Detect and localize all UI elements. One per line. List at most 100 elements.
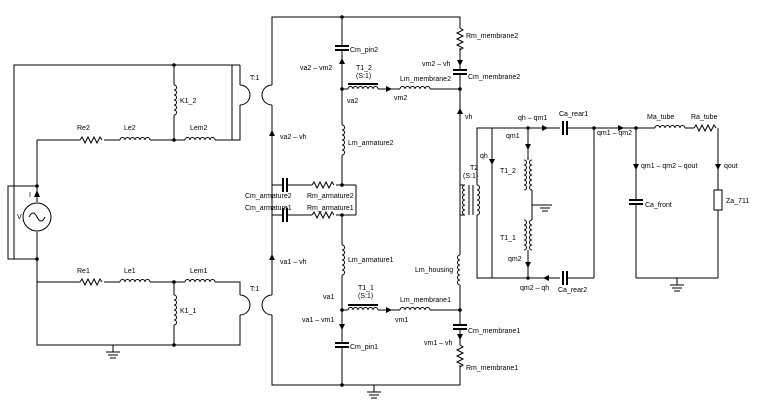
lem1-inductor [184,279,216,283]
lem1-label: Lem1 [190,268,208,275]
qm2-qh-label: qm2 – qh [520,285,549,292]
vm1-vh-label: vm1 – vh [424,340,453,347]
cm-pin1-label: Cm_pin1 [350,344,378,351]
k1-1-label: K1_1 [180,308,196,315]
k1-2-label: K1_2 [180,98,196,105]
vh-label: vh [465,114,473,121]
t1-2-acoustic-label: T1_2 [500,168,516,175]
le1-label: Le1 [124,268,136,275]
acoustic-domain: qh – qm1 qm2 – qh qh qm1 T1_2 T1_1 qm2 [476,111,749,294]
source-voltage-label: V [17,214,22,221]
va1-vh-label: va1 – vh [280,259,307,266]
qout-label: qout [724,163,738,170]
ground-acoustic-icon [538,204,552,212]
mechanical-domain: Cm_pin2 va2 – vm2 T1_2 (S:1) Lm_membrane… [245,15,520,399]
za-711-impedance [713,189,723,211]
t1-bottom-label: T:1 [250,286,259,293]
lm-housing-inductor [457,254,461,286]
t1-1-acoustic-label: T1_1 [500,235,516,242]
rm-membrane2-label: Rm_membrane2 [466,33,518,40]
t1-2-acoustic-coil-b [529,159,533,191]
vm1-label: vm1 [395,317,408,324]
cm-membrane1-label: Cm_membrane1 [468,328,520,335]
t1-1-mech-coil [347,307,379,311]
t1-top-label: T:1 [250,75,259,82]
qh-qm1-label: qh – qm1 [518,115,547,122]
ra-tube-resistor [693,124,717,132]
rm-membrane1-resistor [456,344,464,368]
ma-tube-label: Ma_tube [647,114,674,121]
t2-label: T2 [470,165,478,172]
t1-1-ratio-label: (S:1) [358,293,373,300]
ground-tube-icon [670,278,684,292]
gyrator-top-left-icon [239,84,251,106]
t2-secondary-coil [476,184,480,216]
ma-tube-inductor [654,125,686,129]
va1-vm1-label: va1 – vm1 [302,317,334,324]
ca-front-label: Ca_front [645,202,672,209]
t1-2-acoustic-coil-a [523,159,527,191]
voltage-source-icon [22,202,52,232]
t2-primary-coil [462,184,466,216]
gyrator-bottom-right-icon [261,294,273,316]
electrical-domain: I V Re2 Le2 Lem2 K1_2 T:1 [7,63,273,359]
qm1-qm2-qout-label: qm1 – qm2 – qout [641,163,697,170]
rm-armature1-resistor [311,211,335,219]
va2-vm2-label: va2 – vm2 [300,65,332,72]
t1-1-mech-label: T1_1 [358,285,374,292]
t1-1-acoustic-coil-b [529,219,533,251]
re2-resistor [79,136,103,144]
re2-label: Re2 [77,125,90,132]
gyrator-bottom-left-icon [239,294,251,316]
qm1-label: qm1 [506,133,520,140]
k1-2-inductor [173,84,177,116]
va1-label: va1 [323,294,334,301]
lm-membrane1-label: Lm_membrane1 [400,297,451,304]
rm-membrane1-label: Rm_membrane1 [466,365,518,372]
current-arrow-icon [34,190,40,197]
gyrator-top-right-icon [261,84,273,106]
lm-housing-label: Lm_housing [415,267,453,274]
ground-left-icon [106,345,120,359]
za-711-label: Za_711 [726,198,749,205]
le1-inductor [119,279,151,283]
lm-armature2-label: Lm_armature2 [348,140,394,147]
le2-label: Le2 [124,125,136,132]
lem2-label: Lem2 [190,125,208,132]
t1-2-mech-label: T1_2 [356,65,372,72]
re1-label: Re1 [77,268,90,275]
cm-pin2-label: Cm_pin2 [350,47,378,54]
lm-membrane2-inductor [399,86,431,90]
rm-armature2-resistor [311,181,335,189]
lm-membrane1-inductor [399,307,431,311]
cm-armature2-label: Cm_armature2 [245,193,292,200]
lem2-inductor [184,137,216,141]
cm-armature1-label: Cm_armature1 [245,205,292,212]
lm-membrane2-label: Lm_membrane2 [400,76,451,83]
qm2-label: qm2 [508,256,522,263]
k1-1-inductor [173,294,177,326]
lm-armature2-inductor [341,124,345,156]
rm-membrane2-resistor [456,27,464,51]
lm-armature1-label: Lm_armature1 [348,257,394,264]
le2-inductor [119,137,151,141]
t1-2-ratio-label: (S:1) [356,73,371,80]
qm1-qm2-label: qm1 – qm2 [597,130,632,137]
ca-rear1-label: Ca_rear1 [559,111,588,118]
ca-rear2-label: Ca_rear2 [558,287,587,294]
qh-label: qh [480,153,488,160]
source-current-label: I [29,192,31,199]
vm2-vh-label: vm2 – vh [422,61,451,68]
vm2-label: vm2 [394,95,407,102]
va2-vh-label: va2 – vh [280,134,307,141]
ra-tube-label: Ra_tube [691,114,718,121]
t2-ratio-label: (S:1) [463,173,478,180]
re1-resistor [79,278,103,286]
rm-armature1-label: Rm_armature1 [307,205,354,212]
ground-mech-icon [367,385,381,399]
lm-armature1-inductor [341,244,345,276]
rm-armature2-label: Rm_armature2 [307,193,354,200]
t1-2-mech-coil [347,86,379,90]
t1-1-acoustic-coil-a [523,219,527,251]
